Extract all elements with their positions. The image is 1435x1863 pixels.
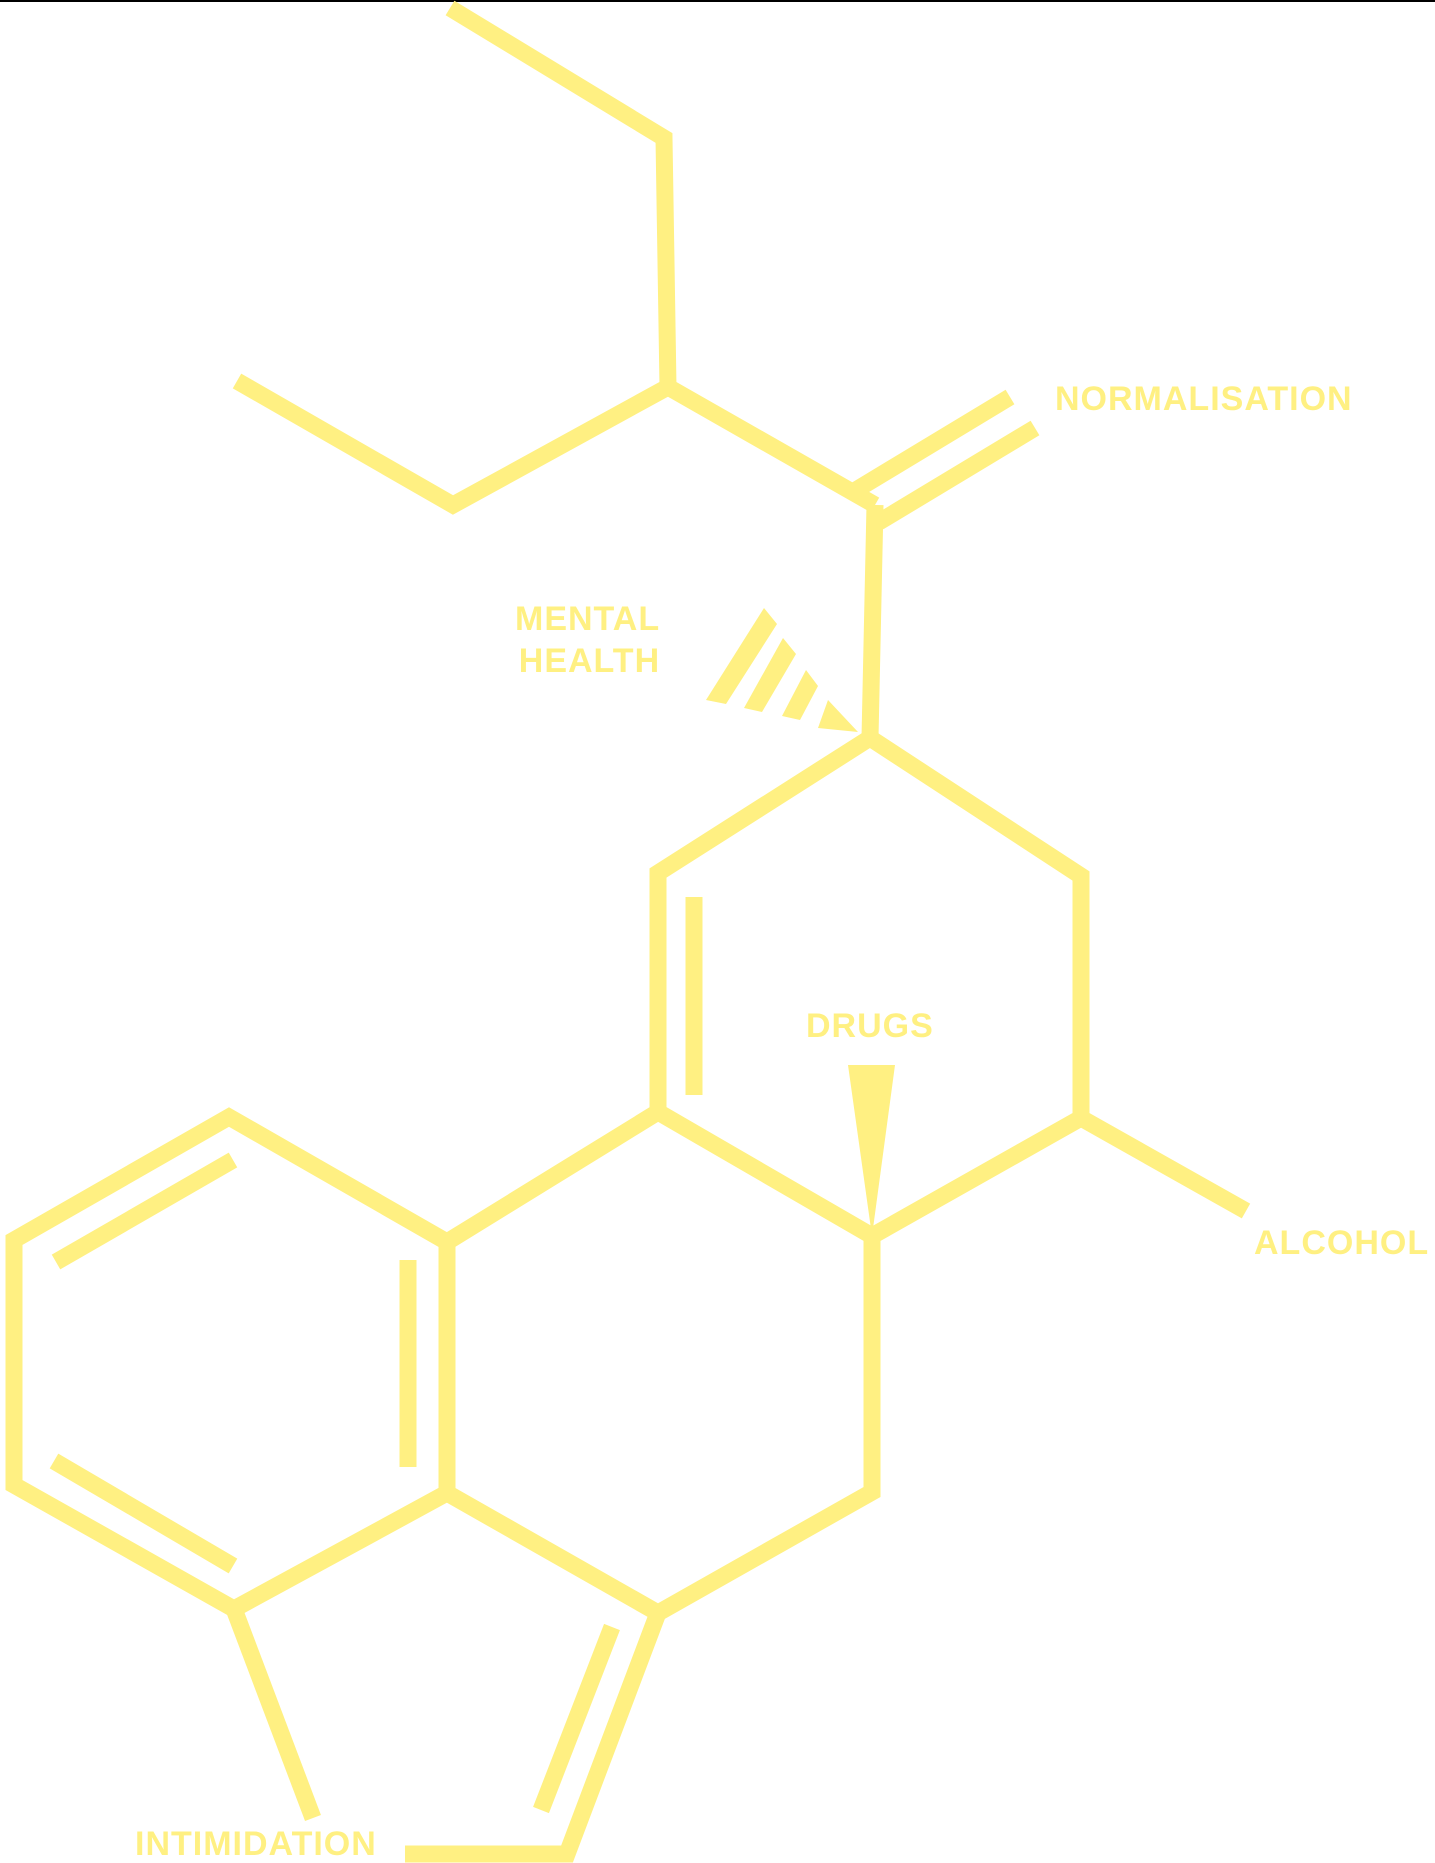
ring-benzene xyxy=(5,1107,456,1619)
hashed-bond-mental-health-hash-1 xyxy=(706,608,777,704)
inner-double-benzene-top xyxy=(51,1152,238,1270)
inner-double-benzene-bottom xyxy=(49,1453,238,1574)
top-rule xyxy=(0,0,1435,2)
label-intimidation: INTIMIDATION xyxy=(135,1825,377,1863)
bond-to-intimidation xyxy=(226,1605,321,1822)
bond-alcohol xyxy=(1076,1110,1251,1219)
label-mental-health-line1: MENTAL xyxy=(515,600,661,638)
label-normalisation: NORMALISATION xyxy=(1055,380,1353,418)
wedge-bond-drugs xyxy=(848,1065,895,1236)
bond-normalisation-a xyxy=(846,389,1015,501)
chain-top xyxy=(445,0,677,388)
chain-down xyxy=(861,504,884,739)
hashed-bond-mental-health-hash-2 xyxy=(744,638,796,712)
inner-double-five xyxy=(533,1623,620,1814)
hashed-bond-mental-health-hash-3 xyxy=(782,670,818,720)
label-mental-health-line2: HEALTH xyxy=(518,642,661,680)
bond-normalisation-b xyxy=(874,420,1040,530)
label-alcohol: ALCOHOL xyxy=(1254,1224,1430,1262)
label-mental-health: MENTAL HEALTH xyxy=(515,598,660,682)
bond-left-ring-link xyxy=(442,1104,663,1250)
chain-to-carbonyl xyxy=(663,379,880,513)
chain-left xyxy=(232,373,673,515)
label-drugs: DRUGS xyxy=(806,1007,934,1045)
ring-five xyxy=(405,1609,666,1863)
hashed-bond-mental-health-hash-4 xyxy=(818,700,858,732)
ring-lower xyxy=(442,1236,881,1623)
